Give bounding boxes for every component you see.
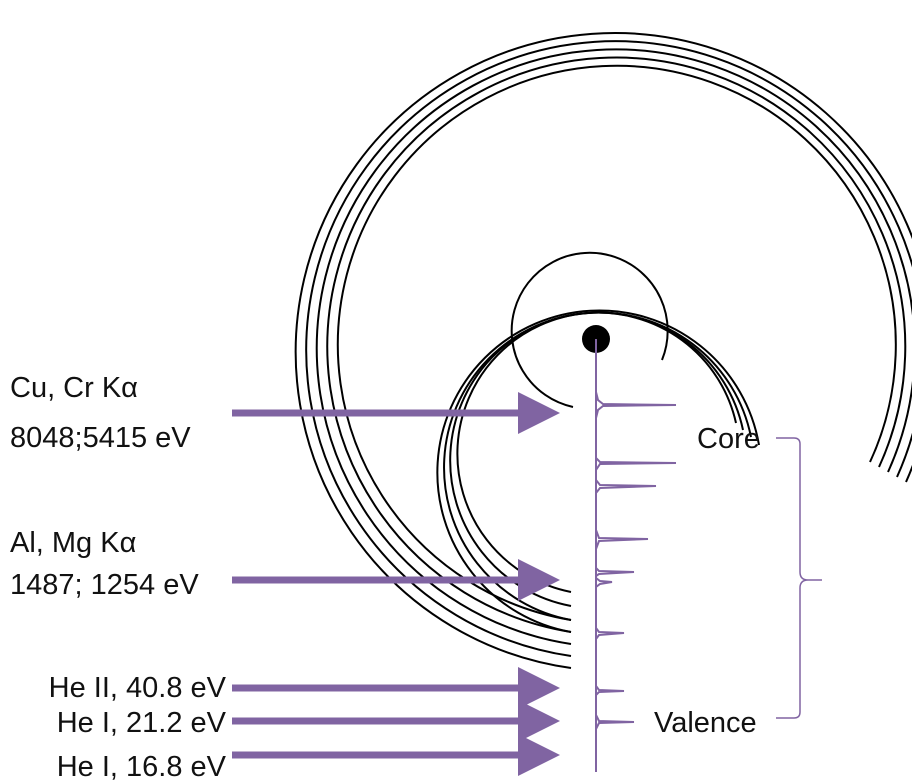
shell-3c	[315, 48, 912, 645]
spectrum-peaks	[595, 391, 677, 730]
source-labels: Cu, Cr Kα 8048;5415 eV Al, Mg Kα 1487; 1…	[10, 372, 227, 781]
shell-3e	[336, 64, 897, 621]
source-he-i-16: He I, 16.8 eV	[57, 751, 227, 781]
shell-3d	[326, 56, 907, 633]
source-al-mg-energy: 1487; 1254 eV	[10, 569, 199, 601]
source-he-i-21: He I, 21.2 eV	[57, 707, 227, 739]
source-cu-cr-energy: 8048;5415 eV	[10, 422, 191, 454]
level-annotation: Core Valence	[654, 423, 822, 739]
atomic-shells	[294, 32, 912, 669]
shell-1	[510, 251, 669, 408]
valence-label: Valence	[654, 707, 757, 739]
source-cu-cr-name: Cu, Cr Kα	[10, 372, 138, 404]
source-al-mg-name: Al, Mg Kα	[10, 527, 136, 559]
shell-2d	[456, 311, 737, 593]
source-he-ii: He II, 40.8 eV	[49, 672, 227, 704]
shell-3b	[305, 40, 912, 657]
shell-2c	[449, 311, 744, 607]
core-label: Core	[697, 423, 760, 455]
core-valence-bracket	[776, 437, 822, 719]
shell-2b	[443, 311, 752, 621]
shell-3a	[294, 32, 912, 669]
photon-arrows	[232, 392, 560, 776]
spectrum	[595, 339, 677, 772]
